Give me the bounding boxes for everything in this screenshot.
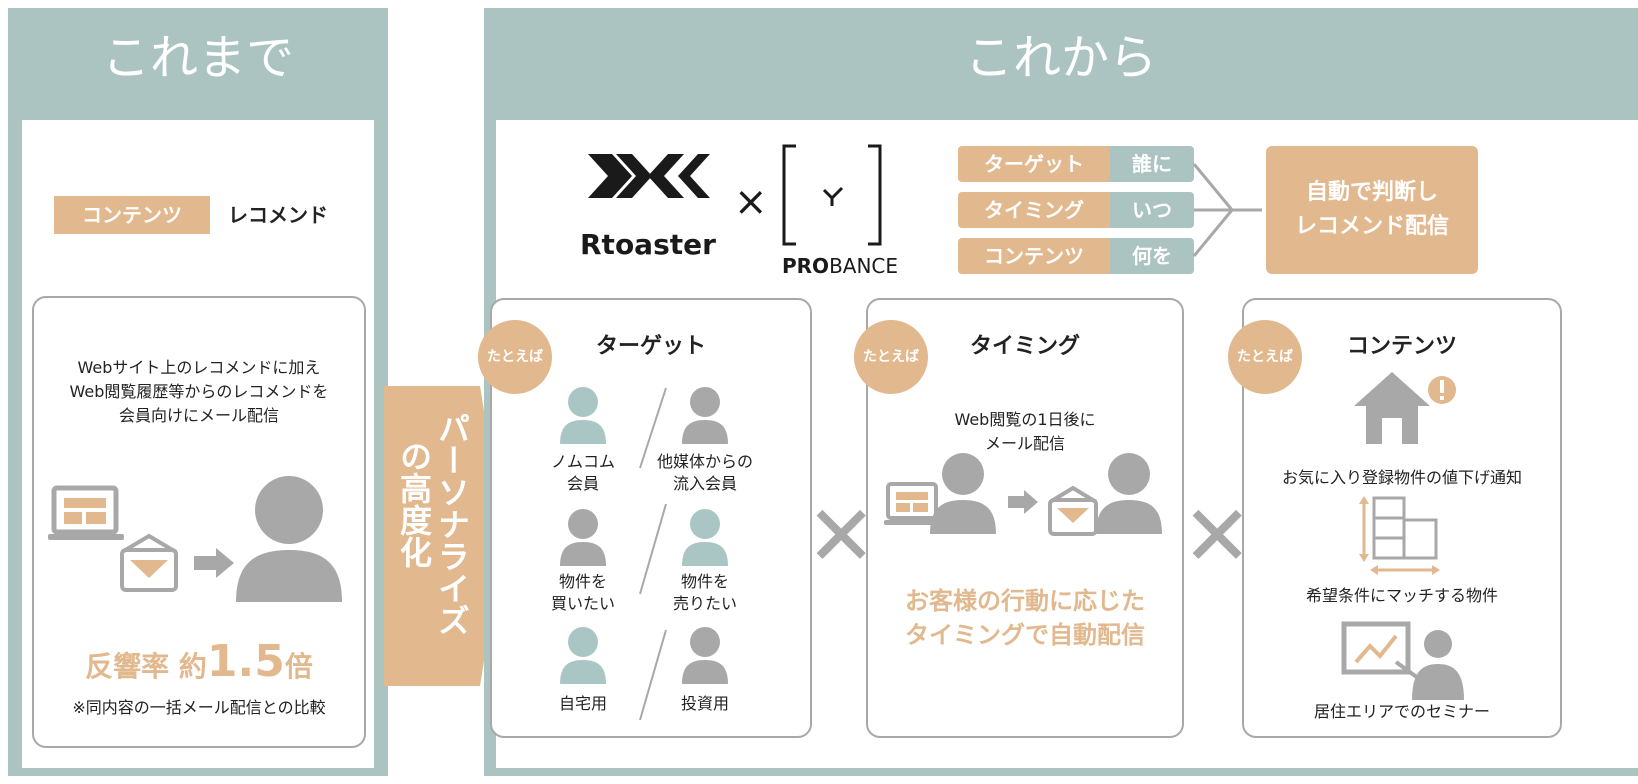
example-badge-timing: たとえば (854, 320, 928, 394)
multiply-icon-1: ✕ (806, 487, 877, 585)
arrow-icon (1008, 490, 1038, 514)
rtoaster-logo-icon (588, 154, 710, 198)
house-alert-icon (1354, 372, 1456, 444)
divider-slash-1 (639, 387, 667, 469)
arrow-text-col-2: の高度化 (395, 440, 433, 568)
timing-desc-line-2: メール配信 (984, 434, 1065, 453)
probance-logo-icon (782, 144, 882, 246)
criteria-value-target: 誰に (1110, 146, 1194, 182)
segment-external-line-2: 流入会員 (672, 474, 737, 493)
personalization-arrow (384, 386, 504, 686)
person-icon-sell (682, 509, 728, 566)
example-badge-target: たとえば (478, 320, 552, 394)
content-card-title: コンテンツ (1346, 334, 1457, 359)
current-card: Webサイト上のレコメンドに加え Web閲覧履歴等からのレコメンドを 会員向けに… (32, 296, 366, 748)
segment-buy-line-2: 買いたい (550, 594, 615, 613)
content-item-1: お気に入り登録物件の値下げ通知 (1281, 468, 1522, 487)
content-item-2: 希望条件にマッチする物件 (1305, 586, 1498, 605)
segment-home: 自宅用 (558, 694, 607, 713)
auto-recommend-box: 自動で判断し レコメンド配信 (1266, 146, 1478, 274)
seminar-icon (1341, 621, 1464, 700)
criteria-value-content: 何を (1110, 238, 1194, 274)
current-panel-body: コンテンツ レコメンド Webサイト上のレコメンドに加え Web閲覧履歴等からの… (22, 120, 374, 768)
person-icon-recipient (1096, 453, 1162, 534)
criteria-value-timing: いつ (1110, 192, 1194, 228)
current-desc-line-3: 会員向けにメール配信 (118, 406, 279, 425)
content-item-3: 居住エリアでのセミナー (1313, 702, 1490, 721)
multiply-icon-2: ✕ (1182, 487, 1253, 585)
current-panel: これまで コンテンツ レコメンド Webサイト上のレコメンドに加え Web閲覧履… (8, 8, 388, 776)
timing-highlight-line-1: お客様の行動に応じた (905, 587, 1145, 615)
criteria-label-content: コンテンツ (958, 238, 1110, 274)
content-pill: コンテンツ (54, 196, 210, 234)
segment-invest: 投資用 (680, 694, 729, 713)
content-card: コンテンツ お気に入り登録物件の値下げ通知 希 (1242, 298, 1562, 738)
rtoaster-logo: Rtoaster (580, 228, 716, 261)
timing-card-title: タイミング (969, 334, 1080, 359)
laptop-icon (48, 485, 124, 540)
criteria-label-timing: タイミング (958, 192, 1110, 228)
auto-recommend-line-2: レコメンド配信 (1294, 214, 1449, 239)
member-icon (236, 476, 342, 602)
person-icon-viewer (930, 453, 996, 534)
person-icon-invest (682, 627, 728, 684)
criteria-label-target: ターゲット (958, 146, 1110, 182)
segment-nomucom-line-1: ノムコム (550, 452, 615, 471)
divider-slash-2 (639, 503, 667, 595)
laptop-icon (884, 482, 942, 525)
divider-slash-3 (639, 629, 667, 721)
segment-external-line-1: 他媒体からの (656, 452, 753, 471)
future-panel-body: Rtoaster × PROBANCE ターゲット 誰に タイミング いつ コン… (478, 120, 1638, 768)
envelope-icon (1048, 485, 1098, 536)
segment-nomucom-line-2: 会員 (566, 474, 599, 493)
current-desc-line-1: Webサイト上のレコメンドに加え (77, 358, 321, 377)
auto-recommend-line-1: 自動で判断し (1305, 180, 1438, 205)
example-badge-content: たとえば (1228, 320, 1302, 394)
segment-sell-line-2: 売りたい (672, 594, 737, 613)
future-panel: これから Rtoaster × PROBANCE ターゲット 誰に タイミング … (478, 8, 1638, 776)
future-panel-title: これから (964, 30, 1157, 86)
current-desc-line-2: Web閲覧履歴等からのレコメンドを (69, 382, 329, 401)
connector-lines (1192, 163, 1262, 257)
current-panel-title: これまで (101, 30, 294, 86)
envelope-icon (120, 533, 178, 592)
response-rate-prefix: 反響率 約 (85, 650, 207, 683)
times-symbol: × (734, 179, 768, 225)
probance-logo-bold: PRO (782, 254, 830, 278)
person-icon-nomucom (560, 387, 606, 444)
response-rate-suffix: 倍 (284, 650, 313, 683)
response-rate: 反響率 約1.5倍 (34, 638, 364, 691)
probance-logo: PROBANCE (782, 254, 898, 278)
timing-highlight-line-2: タイミングで自動配信 (905, 621, 1145, 649)
timing-desc-line-1: Web閲覧の1日後に (954, 410, 1096, 429)
person-icon-external (682, 387, 728, 444)
arrow-text-col-1: パーソナライズ (433, 412, 471, 636)
person-icon-home (560, 627, 606, 684)
person-icon-buy (560, 509, 606, 566)
segment-buy-line-1: 物件を (558, 572, 607, 591)
arrow-icon (194, 548, 234, 578)
recommend-label: レコメンド (228, 203, 328, 227)
comparison-note: ※同内容の一括メール配信との比較 (72, 698, 326, 717)
floorplan-icon (1359, 496, 1440, 575)
response-rate-value: 1.5 (206, 636, 285, 687)
segment-sell-line-1: 物件を (680, 572, 729, 591)
probance-logo-light: BANCE (829, 254, 899, 278)
target-card-title: ターゲット (595, 334, 706, 359)
